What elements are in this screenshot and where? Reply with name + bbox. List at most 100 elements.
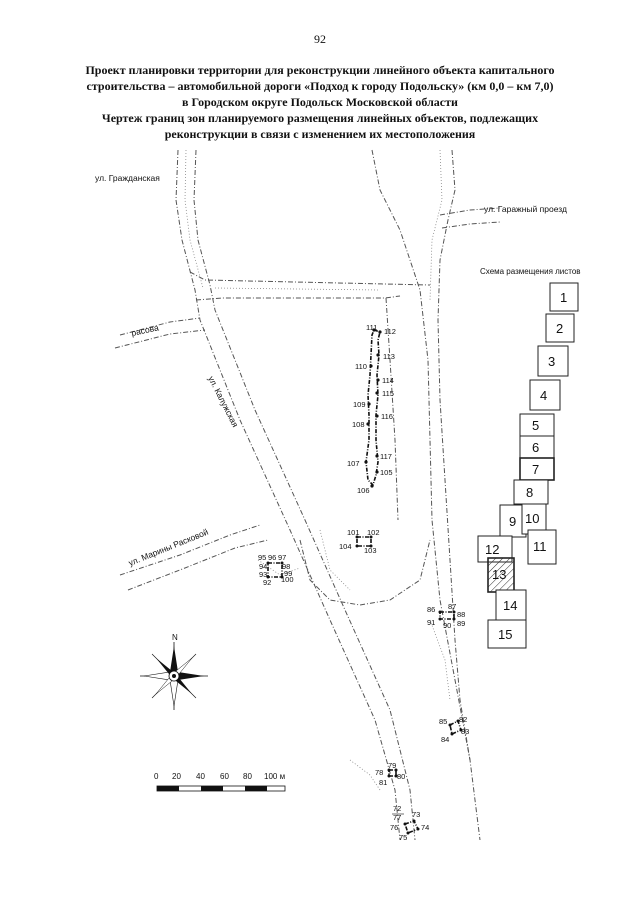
sheet-number: 4 (540, 388, 547, 403)
point-label: 94 (259, 562, 267, 571)
boundary-group-86: 86 87 88 91 90 89 (427, 602, 465, 630)
point-label: 93 (259, 570, 267, 579)
sheet-number: 11 (533, 539, 547, 554)
point-label: 102 (367, 528, 380, 537)
title-line-5: реконструкции в связи с изменением их ме… (164, 127, 476, 141)
point-label: 112 (384, 327, 396, 336)
page-number: 92 (314, 32, 326, 46)
sheet-number: 6 (532, 440, 539, 455)
scale-tick: 20 (172, 772, 181, 781)
title-line-1: Проект планировки территории для реконст… (85, 63, 555, 77)
sheet-box-11 (527, 529, 557, 565)
sheet-number: 12 (485, 542, 499, 557)
title-line-3: в Городском округе Подольск Московской о… (182, 95, 458, 109)
street-label-raskova-partial: расова (130, 322, 159, 338)
point-label: 81 (379, 778, 387, 787)
point-label: 98 (282, 562, 290, 571)
point-label: 86 (427, 605, 435, 614)
boundary-group-101: 101 102 104 103 (339, 528, 380, 555)
sheet-box-14 (495, 589, 527, 621)
scheme-title: Схема размещения листов (480, 267, 581, 276)
boundary-group-72: 72 77 73 76 74 75 (390, 804, 429, 842)
point-label: 76 (390, 823, 398, 832)
title-line-4: Чертеж границ зон планируемого размещени… (101, 111, 539, 125)
point-label: 85 (439, 717, 447, 726)
boundary-upper-strip: 111 112 113 110 114 115 109 116 108 117 … (347, 323, 396, 495)
sheet-number: 13 (492, 567, 506, 582)
point-label: 107 (347, 459, 360, 468)
sheet-box-2 (545, 313, 575, 343)
point-label: 87 (448, 602, 456, 611)
boundary-group-82: 85 82 83 84 (439, 715, 469, 744)
point-label: 115 (382, 389, 394, 398)
sheet-number: 1 (560, 290, 567, 305)
point-label: 79 (388, 761, 396, 770)
point-label: 113 (383, 352, 395, 361)
sheet-number: 2 (556, 321, 563, 336)
point-label: 91 (427, 618, 435, 627)
point-label: 117 (380, 452, 392, 461)
point-label: 92 (263, 578, 271, 587)
point-label: 106 (357, 486, 370, 495)
scale-tick: 0 (154, 772, 159, 781)
scale-tick: 100 м (264, 772, 285, 781)
point-label: 116 (381, 412, 393, 421)
sheet-box-4 (529, 379, 561, 411)
scale-tick: 60 (220, 772, 229, 781)
point-label: 105 (380, 468, 393, 477)
point-label: 110 (355, 362, 367, 371)
scale-tick: 80 (243, 772, 252, 781)
street-label-grazhdanskaya: ул. Гражданская (95, 173, 160, 183)
scale-tick: 40 (196, 772, 205, 781)
street-label-mariny-raskovoy: ул. Марины Расковой (127, 527, 210, 568)
sheet-index-scheme: Схема размещения листов 1 2 3 4 5 6 7 8 … (477, 267, 581, 649)
sheet-box-3 (537, 345, 569, 377)
point-label: 111 (366, 323, 377, 332)
sheet-number: 3 (548, 354, 555, 369)
point-label: 75 (399, 833, 407, 842)
road-lines (114, 149, 501, 841)
street-label-kaluzhskaya: ул. Калужская (206, 374, 240, 429)
sheet-box-1 (549, 282, 579, 312)
point-label: 84 (441, 735, 449, 744)
point-label: 77 (393, 813, 401, 822)
point-label: 73 (412, 810, 420, 819)
sheet-number: 9 (509, 514, 516, 529)
point-label: 101 (347, 528, 360, 537)
point-label: 96 (268, 553, 276, 562)
point-label: 78 (375, 768, 383, 777)
sheet-number: 7 (532, 462, 539, 477)
point-label: 90 (443, 621, 451, 630)
point-label: 97 (278, 553, 286, 562)
scale-bar: 0 20 40 60 80 100 м (154, 772, 286, 792)
sheet-number: 15 (498, 627, 512, 642)
point-label: 99 (284, 569, 292, 578)
point-label: 80 (397, 772, 405, 781)
sheet-number: 8 (526, 485, 533, 500)
sheet-number: 5 (532, 418, 539, 433)
point-label: 109 (353, 400, 366, 409)
compass-rose-icon: N (140, 633, 208, 710)
boundary-group-92: 95 96 97 94 98 93 99 92 100 (258, 553, 294, 587)
point-label: 82 (459, 715, 467, 724)
point-label: 114 (382, 376, 394, 385)
compass-north-label: N (172, 633, 178, 642)
boundary-group-78: 79 78 80 81 (375, 761, 405, 787)
point-label: 95 (258, 553, 266, 562)
point-label: 72 (393, 804, 401, 813)
sheet-number: 10 (525, 511, 539, 526)
point-label: 103 (364, 546, 377, 555)
point-label: 74 (421, 823, 429, 832)
sheet-box-15 (487, 619, 527, 649)
street-label-garazhny: ул. Гаражный проезд (484, 204, 567, 214)
sheet-number: 14 (503, 598, 517, 613)
point-label: 83 (461, 727, 469, 736)
point-label: 104 (339, 542, 352, 551)
point-label: 89 (457, 619, 465, 628)
point-label: 88 (457, 610, 465, 619)
title-line-2: строительства – автомобильной дороги «По… (86, 79, 554, 93)
point-label: 100 (281, 575, 294, 584)
sheet-box-13-current (487, 557, 515, 593)
